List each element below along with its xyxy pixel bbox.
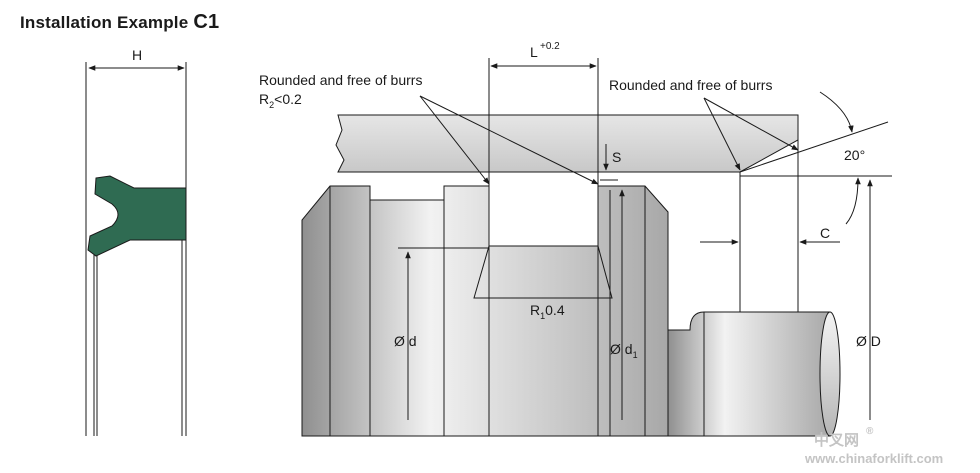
dim-C-label: C — [820, 225, 830, 241]
dim-S-label: S — [612, 149, 621, 165]
radius-r1-label: R10.4 — [530, 302, 565, 321]
dim-H-label: H — [132, 47, 142, 63]
dim-L-tolerance: +0.2 — [540, 41, 560, 52]
note-rounded-right: Rounded and free of burrs — [609, 77, 772, 93]
dim-D-label: Ø D — [856, 333, 881, 349]
angle-label: 20° — [844, 147, 865, 163]
rod-body — [301, 185, 841, 437]
housing — [335, 114, 799, 173]
dim-d1-label: Ø d1 — [610, 341, 638, 360]
note-rounded-left: Rounded and free of burrs — [259, 72, 422, 88]
title-code: C1 — [193, 11, 220, 33]
watermark-reg: ® — [866, 426, 874, 437]
lip-seal-profile — [87, 175, 187, 257]
note-r2: R2<0.2 — [259, 91, 302, 110]
diagram-title: Installation Example C1 — [20, 11, 219, 34]
dim-L-label: L — [530, 44, 538, 60]
watermark-url: www.chinaforklift.com — [804, 451, 943, 466]
title-main: Installation Example — [20, 13, 189, 32]
seal-section — [85, 62, 187, 436]
watermark-cn: 中叉网 — [814, 431, 859, 449]
dim-d-label: Ø d — [394, 333, 417, 349]
